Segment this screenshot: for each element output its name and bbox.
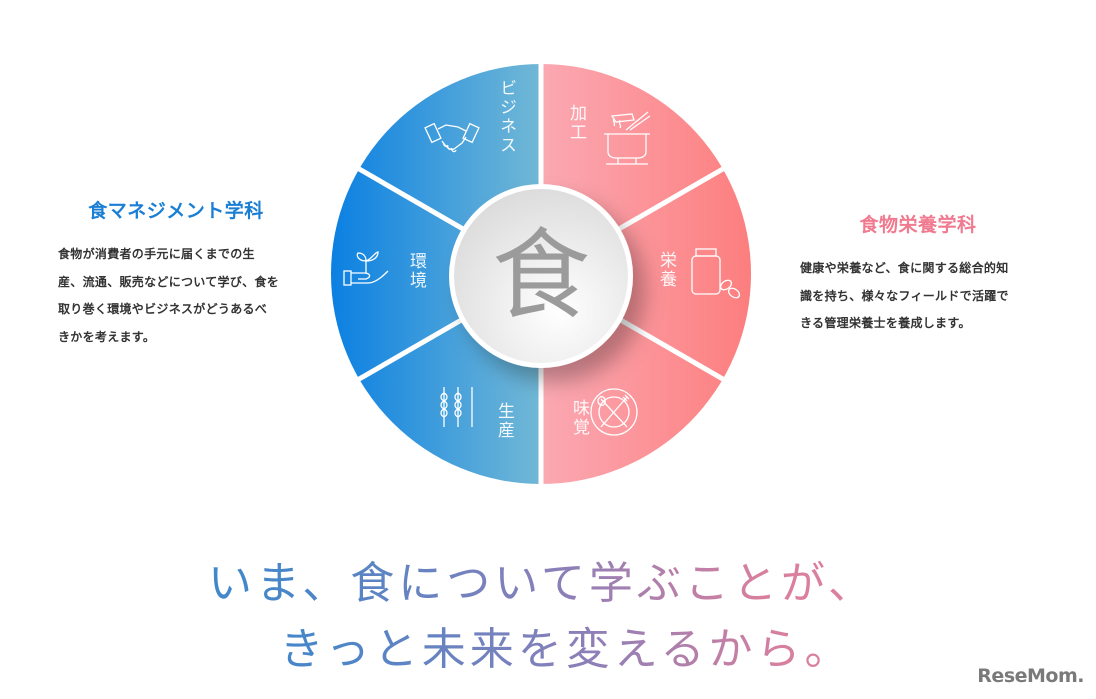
description-line: きる管理栄養士を養成します。 — [800, 316, 971, 330]
cooking-pot-icon — [604, 111, 651, 165]
description-line: 識を持ち、様々なフィールドで活躍で — [800, 288, 1009, 303]
segment-label-nutrition: 栄養 — [656, 251, 676, 289]
supplement-bottle-icon — [691, 248, 741, 299]
plate-fork-spoon-icon — [590, 388, 638, 436]
segment-label-processing: 加工 — [566, 104, 586, 142]
center-disc — [454, 189, 628, 363]
segment-label-production: 生産 — [494, 402, 514, 440]
right-half — [541, 64, 751, 484]
handshake-icon — [424, 122, 480, 153]
description-line: 産、流通、販売などについて学び、食を — [58, 274, 280, 289]
food-management-description: 食物が消費者の手元に届くまでの生 産、流通、販売などについて学び、食を 取り巻く… — [58, 241, 298, 351]
headline-line-1: いま、食について学ぶことが、 — [0, 547, 1090, 611]
segment-label-business: ビジネス — [496, 79, 516, 155]
left-half — [331, 64, 541, 484]
food-nutrition-department: 食物栄養学科 健康や栄養など、食に関する総合的知 識を持ち、様々なフィールドで活… — [800, 210, 1040, 338]
wheat-icon — [440, 387, 473, 427]
description-line: 食物が消費者の手元に届くまでの生 — [58, 247, 255, 261]
wheel-graphic — [331, 59, 751, 489]
description-line: きかを考えます。 — [58, 329, 156, 344]
plant-in-hand-icon — [343, 251, 389, 286]
description-line: 取り巻く環境やビジネスがどうあるべ — [58, 302, 268, 316]
description-line: 健康や栄養など、食に関する総合的知 — [800, 261, 1009, 275]
food-management-department: 食マネジメント学科 食物が消費者の手元に届くまでの生 産、流通、販売などについて… — [58, 196, 298, 351]
segment-label-environment: 環境 — [406, 252, 426, 290]
segment-label-taste: 味覚 — [569, 399, 589, 437]
food-management-title: 食マネジメント学科 — [88, 200, 264, 222]
resemom-logo: ReseMom. — [977, 665, 1084, 687]
food-wheel-diagram: 食 ビジネス 環境 生産 加工 栄養 味覚 — [326, 59, 756, 489]
food-nutrition-description: 健康や栄養など、食に関する総合的知 識を持ち、様々なフィールドで活躍で きる管理… — [800, 255, 1040, 338]
center-label: 食 — [491, 219, 590, 333]
headline-line-2: きっと未来を変えるから。 — [18, 613, 1096, 677]
food-nutrition-title: 食物栄養学科 — [859, 214, 977, 236]
